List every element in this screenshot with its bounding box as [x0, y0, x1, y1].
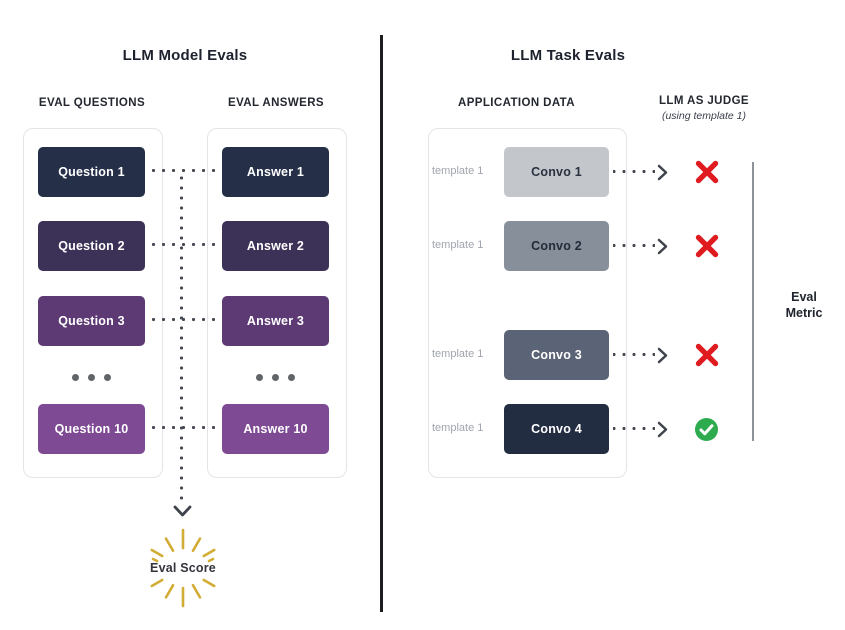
arrow-head-icon [657, 238, 668, 255]
convo-box: Convo 2 [504, 221, 609, 271]
answer-box: Answer 2 [222, 221, 329, 271]
question-answer-dotted-connector [147, 318, 220, 321]
question-box: Question 3 [38, 296, 145, 346]
judge-dotted-arrow [613, 170, 655, 173]
question-answer-dotted-connector [147, 426, 220, 429]
convo-box: Convo 1 [504, 147, 609, 197]
llm-as-judge-subheader: (using template 1) [661, 110, 747, 122]
eval-answers-header: EVAL ANSWERS [228, 97, 324, 109]
eval-metric-line [752, 162, 754, 441]
convo-box: Convo 3 [504, 330, 609, 380]
question-answer-dotted-connector [147, 169, 220, 172]
judge-dotted-arrow [613, 244, 655, 247]
eval-metric-label: Eval Metric [785, 290, 823, 321]
question-box: Question 10 [38, 404, 145, 454]
judge-dotted-arrow [613, 427, 655, 430]
section-divider [380, 35, 383, 612]
arrow-head-icon [657, 164, 668, 181]
answer-box: Answer 1 [222, 147, 329, 197]
eval-score-group: Eval Score [123, 521, 243, 617]
llm-as-judge-header: LLM AS JUDGE [659, 95, 749, 107]
eval-questions-header: EVAL QUESTIONS [38, 97, 146, 109]
judge-dotted-arrow [613, 353, 655, 356]
eval-score-label: Eval Score [150, 561, 216, 575]
right-section-title: LLM Task Evals [510, 47, 626, 64]
question-answer-dotted-connector [147, 243, 220, 246]
questions-ellipsis-dots [38, 374, 145, 381]
answer-box: Answer 3 [222, 296, 329, 346]
application-data-header: APPLICATION DATA [458, 97, 575, 109]
left-section-title: LLM Model Evals [122, 47, 248, 64]
score-flow-dotted-line [180, 172, 183, 504]
fail-x-icon [695, 160, 719, 184]
template-label: template 1 [432, 348, 484, 360]
question-box: Question 2 [38, 221, 145, 271]
sparkle-burst-icon [150, 528, 216, 608]
answer-box: Answer 10 [222, 404, 329, 454]
answers-ellipsis-dots [222, 374, 329, 381]
fail-x-icon [695, 234, 719, 258]
template-label: template 1 [432, 165, 484, 177]
convo-box: Convo 4 [504, 404, 609, 454]
arrow-head-icon [657, 421, 668, 438]
question-box: Question 1 [38, 147, 145, 197]
template-label: template 1 [432, 422, 484, 434]
fail-x-icon [695, 343, 719, 367]
arrow-head-icon [657, 347, 668, 364]
pass-check-icon [695, 417, 718, 441]
down-arrow-icon [173, 505, 192, 517]
template-label: template 1 [432, 239, 484, 251]
